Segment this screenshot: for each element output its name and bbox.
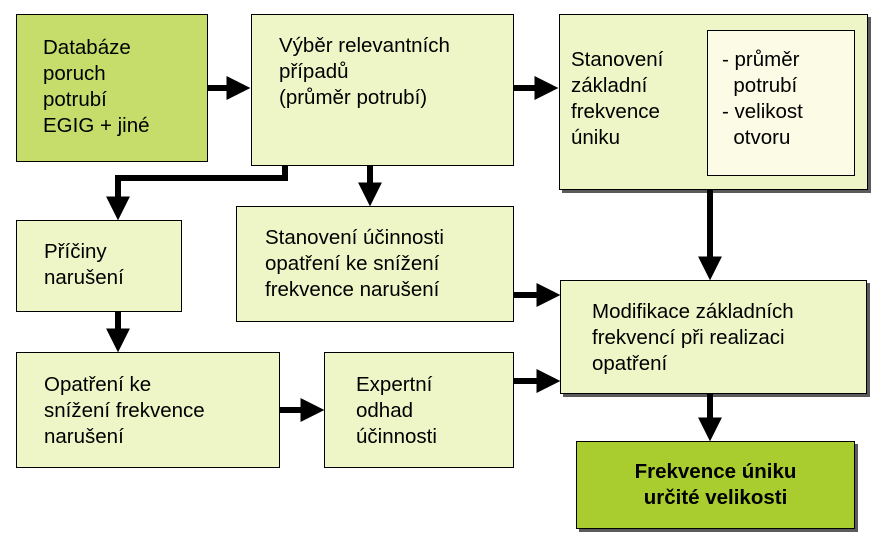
expert-text: Expertní odhad účinnosti	[356, 373, 437, 448]
measures-text: Opatření ke snížení frekvence narušení	[44, 373, 205, 448]
result-text: Frekvence úniku určité velikosti	[634, 460, 797, 509]
causes-text: Příčiny narušení	[44, 240, 124, 289]
expert-box: Expertní odhad účinnosti	[324, 352, 514, 468]
modification-text: Modifikace základních frekvencí při real…	[592, 300, 794, 375]
database-box: Databáze poruch potrubí EGIG + jiné	[16, 14, 208, 162]
measures-box: Opatření ke snížení frekvence narušení	[16, 352, 280, 468]
selection-box: Výběr relevantních případů (průměr potru…	[251, 14, 514, 166]
base-frequency-text: Stanovení základní frekvence úniku	[571, 48, 664, 149]
base-parameters-box: - průměr potrubí - velikost otvoru	[707, 30, 855, 176]
causes-box: Příčiny narušení	[16, 220, 182, 312]
base-parameters-text: - průměr potrubí - velikost otvoru	[722, 48, 803, 149]
modification-box: Modifikace základních frekvencí při real…	[560, 280, 867, 394]
selection-text: Výběr relevantních případů (průměr potru…	[279, 34, 450, 109]
efficiency-text: Stanovení účinnosti opatření ke snížení …	[265, 226, 444, 301]
arrow-selection-to-causes	[106, 166, 288, 221]
efficiency-box: Stanovení účinnosti opatření ke snížení …	[236, 206, 514, 322]
result-box: Frekvence úniku určité velikosti	[576, 441, 855, 529]
database-text: Databáze poruch potrubí EGIG + jiné	[43, 36, 150, 137]
